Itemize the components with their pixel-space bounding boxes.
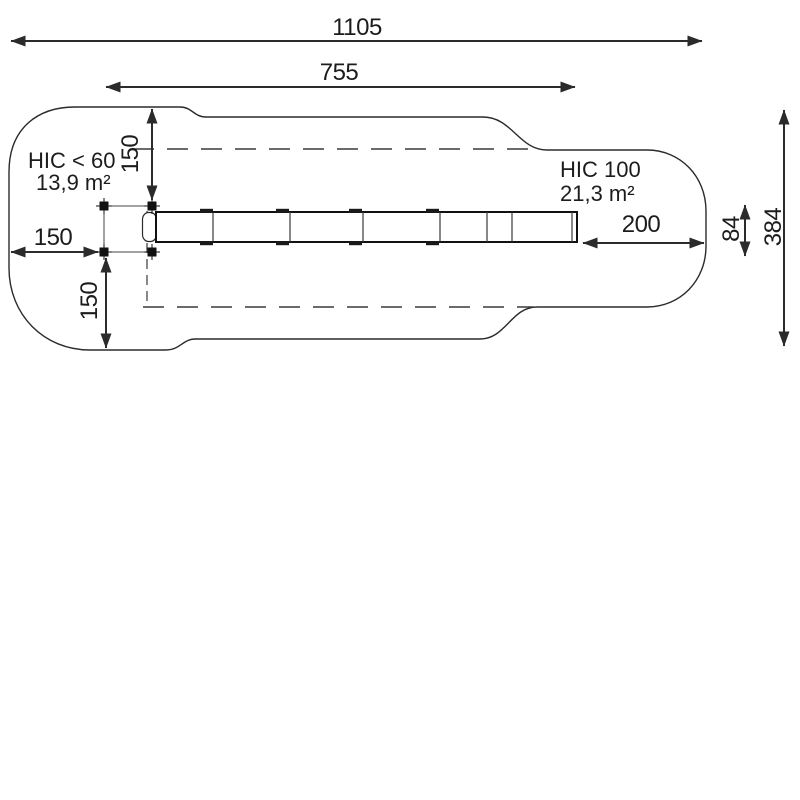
post-bottom-left: [99, 247, 109, 257]
dim-label-zone-height: 384: [760, 208, 787, 247]
dimension-lines: [10, 35, 790, 349]
zone-left-hic-label: HIC < 60: [28, 148, 115, 173]
beam-segment-dividers: [212, 212, 573, 242]
post-top-right: [147, 201, 157, 211]
dim-label-equipment-span: 755: [320, 59, 359, 86]
dim-label-left-clearance: 150: [34, 224, 73, 251]
zone-left-area-label: 13,9 m²: [36, 170, 111, 195]
dim-label-total-length: 1105: [332, 14, 382, 41]
zone-right-hic-label: HIC 100: [560, 157, 641, 182]
dim-label-bottom-clearance: 150: [76, 282, 103, 321]
beam-left-end-cap: [141, 211, 158, 243]
zone-right-annotation: HIC 100 21,3 m²: [560, 157, 641, 206]
platform-posts: [96, 198, 160, 260]
post-top-left: [99, 201, 109, 211]
balance-beam-equipment: [141, 208, 578, 246]
zone-right-area-label: 21,3 m²: [560, 181, 635, 206]
dim-label-right-clearance: 200: [622, 211, 661, 238]
dim-label-equipment-width: 84: [718, 216, 745, 242]
zone-left-annotation: HIC < 60 13,9 m²: [28, 148, 115, 195]
beam-body: [155, 211, 578, 243]
dim-label-top-clearance: 150: [117, 135, 144, 174]
post-bottom-right: [147, 247, 157, 257]
safety-zone-outline: [8, 106, 707, 351]
beam-mounting-feet: [200, 208, 439, 246]
